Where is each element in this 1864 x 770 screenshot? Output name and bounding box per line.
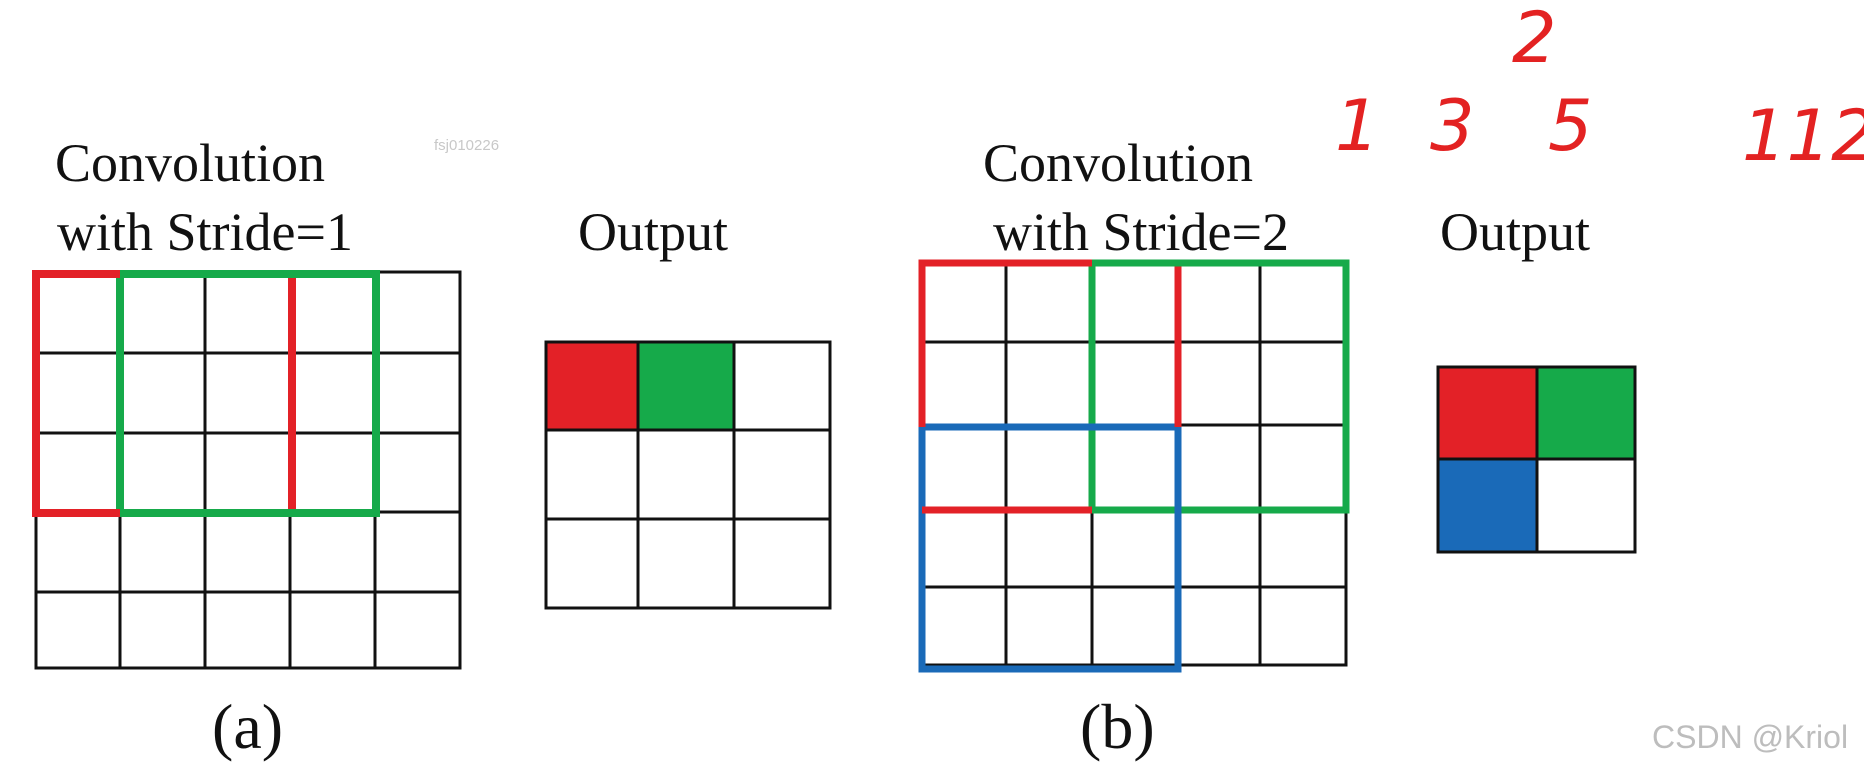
- handwritten-annotations: 2 1 3 5 112: [1335, 0, 1864, 177]
- handwritten-2: 2: [1512, 0, 1557, 79]
- panel-a-input-grid: [34, 270, 462, 670]
- panel-b: Convolution with Stride=2 Output (b): [918, 133, 1637, 762]
- panel-b-red-window: [918, 259, 1182, 514]
- panel-a-red-window: [32, 270, 296, 517]
- panel-b-output-cell-red: [1438, 367, 1537, 459]
- panel-a-output-label: Output: [578, 202, 728, 262]
- panel-a-caption: (a): [212, 691, 283, 762]
- panel-b-output-cell-green: [1537, 367, 1635, 459]
- panel-a: Convolution with Stride=1 Output (a): [32, 133, 832, 762]
- panel-a-green-window: [116, 270, 380, 517]
- stamp-label: fsj010226: [434, 137, 499, 154]
- panel-a-output-grid: [544, 340, 832, 610]
- panel-a-output-cell-red: [546, 342, 638, 430]
- handwritten-3: 3: [1430, 85, 1475, 167]
- panel-a-title-line2: with Stride=1: [57, 202, 353, 262]
- panel-b-output-label: Output: [1440, 202, 1590, 262]
- panel-b-output-grid: [1436, 365, 1637, 554]
- handwritten-1: 1: [1335, 85, 1380, 167]
- panel-b-green-window: [1088, 259, 1350, 514]
- panel-b-title-line2: with Stride=2: [993, 202, 1289, 262]
- panel-b-caption: (b): [1080, 691, 1155, 762]
- panel-a-title-line1: Convolution: [55, 133, 325, 193]
- handwritten-5: 5: [1548, 85, 1593, 167]
- panel-b-blue-window: [918, 423, 1182, 673]
- csdn-watermark: CSDN @Kriol: [1652, 719, 1848, 755]
- handwritten-112: 112: [1742, 95, 1864, 177]
- panel-b-input-grid: [920, 261, 1348, 667]
- panel-b-output-cell-blue: [1438, 459, 1537, 552]
- panel-b-title-line1: Convolution: [983, 133, 1253, 193]
- panel-a-output-cell-green: [638, 342, 734, 430]
